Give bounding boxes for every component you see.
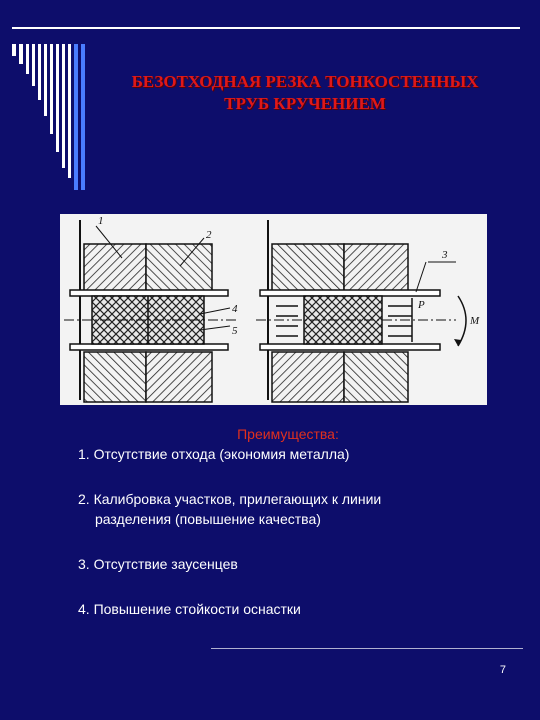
label-3: 3 (441, 249, 448, 261)
technical-drawing: 1 2 4 5 (60, 214, 487, 405)
label-1: 1 (98, 215, 104, 227)
benefit-item-1: 1. Отсутствие отхода (экономия металла) (78, 444, 518, 464)
decorative-stripes (12, 27, 520, 190)
benefit-text-continued: разделения (повышение качества) (95, 511, 321, 527)
cutting-diagram: 1 2 4 5 (64, 215, 480, 403)
benefit-text: 3. Отсутствие заусенцев (78, 556, 238, 572)
title-line-1: БЕЗОТХОДНАЯ РЕЗКА ТОНКОСТЕННЫХ (131, 72, 479, 91)
label-2: 2 (206, 229, 212, 241)
benefits-heading: Преимущества: (237, 426, 339, 442)
page-number: 7 (499, 664, 506, 676)
slide-title: БЕЗОТХОДНАЯ РЕЗКА ТОНКОСТЕННЫХ ТРУБ КРУЧ… (70, 71, 540, 115)
benefit-item-4: 4. Повышение стойкости оснастки (78, 599, 518, 619)
label-p: P (417, 299, 425, 311)
benefit-text: 1. Отсутствие отхода (экономия металла) (78, 446, 350, 462)
footer-divider (211, 648, 523, 649)
label-4: 4 (232, 303, 238, 315)
label-5: 5 (232, 325, 238, 337)
benefit-text: 4. Повышение стойкости оснастки (78, 601, 301, 617)
benefit-text: 2. Калибровка участков, прилегающих к ли… (78, 491, 382, 507)
benefits-list: Преимущества: 1. Отсутствие отхода (экон… (78, 420, 518, 619)
benefit-item-3: 3. Отсутствие заусенцев (78, 554, 518, 574)
title-line-2: ТРУБ КРУЧЕНИЕМ (224, 94, 386, 113)
label-m: M (469, 315, 480, 327)
benefit-item-2: 2. Калибровка участков, прилегающих к ли… (78, 489, 518, 529)
right-assembly (256, 220, 467, 403)
left-assembly (64, 220, 236, 403)
